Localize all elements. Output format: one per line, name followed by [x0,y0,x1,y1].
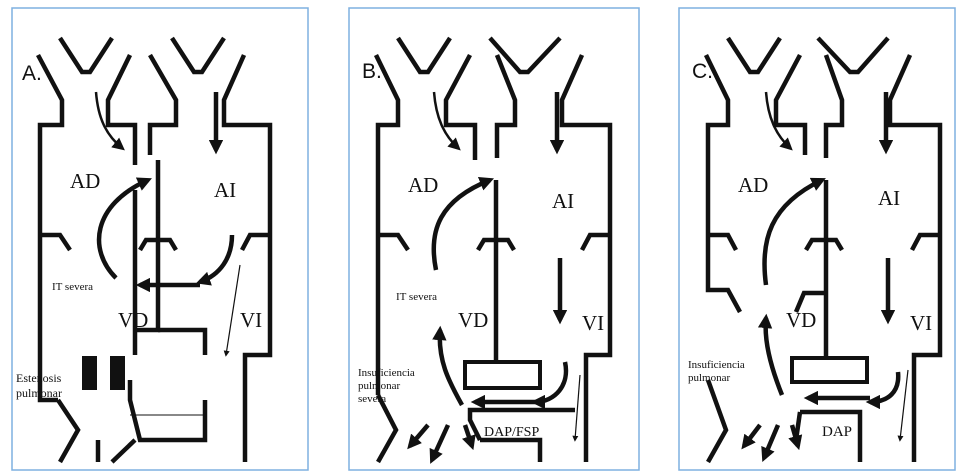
panel-c-lv-label: VI [910,311,932,335]
panel-c-septal-box [790,356,869,384]
panel-a-rv-label: VD [118,308,148,332]
panel-b-flow-arrows [407,91,581,464]
panel-b-walls [373,36,613,464]
panel-c-flow-arrows [741,91,909,462]
panel-c-la-label: AI [878,186,900,210]
panel-b-shunt-label: DAP/FSP [484,425,539,440]
panel-c-ra-label: AD [738,173,768,197]
panel-c-shunt-label: DAP [822,424,852,440]
panel-a-ra-label: AD [70,169,100,193]
panel-a-frame [11,7,309,471]
panel-a-stenosis-line1: Estenosis [16,371,62,385]
panel-b-la-label: AI [552,189,574,213]
pulmonary-stenosis-right [110,356,125,390]
panel-c-frame [678,7,956,471]
panel-a-stenosis-label: Estenosis pulmonar [16,371,64,400]
panel-a-letter: A. [22,62,42,85]
panel-b: B. AD AI VD VI IT severa Insuficiencia p… [348,7,640,471]
panel-c: C. AD AI VD VI Insuficiencia pulmonar DA… [678,7,956,471]
panel-b-rv-label: VD [458,308,488,332]
panel-a-walls [36,36,273,464]
panel-b-ra-label: AD [408,173,438,197]
panel-a-tr-label: IT severa [52,281,93,293]
panel-b-tr-label: IT severa [396,291,437,303]
panel-a-la-label: AI [214,178,236,202]
panel-c-pi-label: Insuficiencia pulmonar [688,359,748,384]
pulmonary-stenosis-left [82,356,97,390]
panel-b-frame [348,7,640,471]
panel-c-letter: C. [692,60,713,83]
panel-c-rv-label: VD [786,308,816,332]
panel-b-pi-label: Insuficiencia pulmonar severa [358,367,418,405]
panel-a-lv-label: VI [240,308,262,332]
panel-b-letter: B. [362,60,382,83]
panel-b-septal-box [463,360,542,390]
panel-a-stenosis-line2: pulmonar [16,386,62,400]
panel-a: A. AD AI VD VI IT severa Estenosis pulmo… [11,7,309,471]
panel-c-walls [703,36,943,464]
panel-a-flow-arrows [94,91,241,357]
panel-b-lv-label: VI [582,311,604,335]
